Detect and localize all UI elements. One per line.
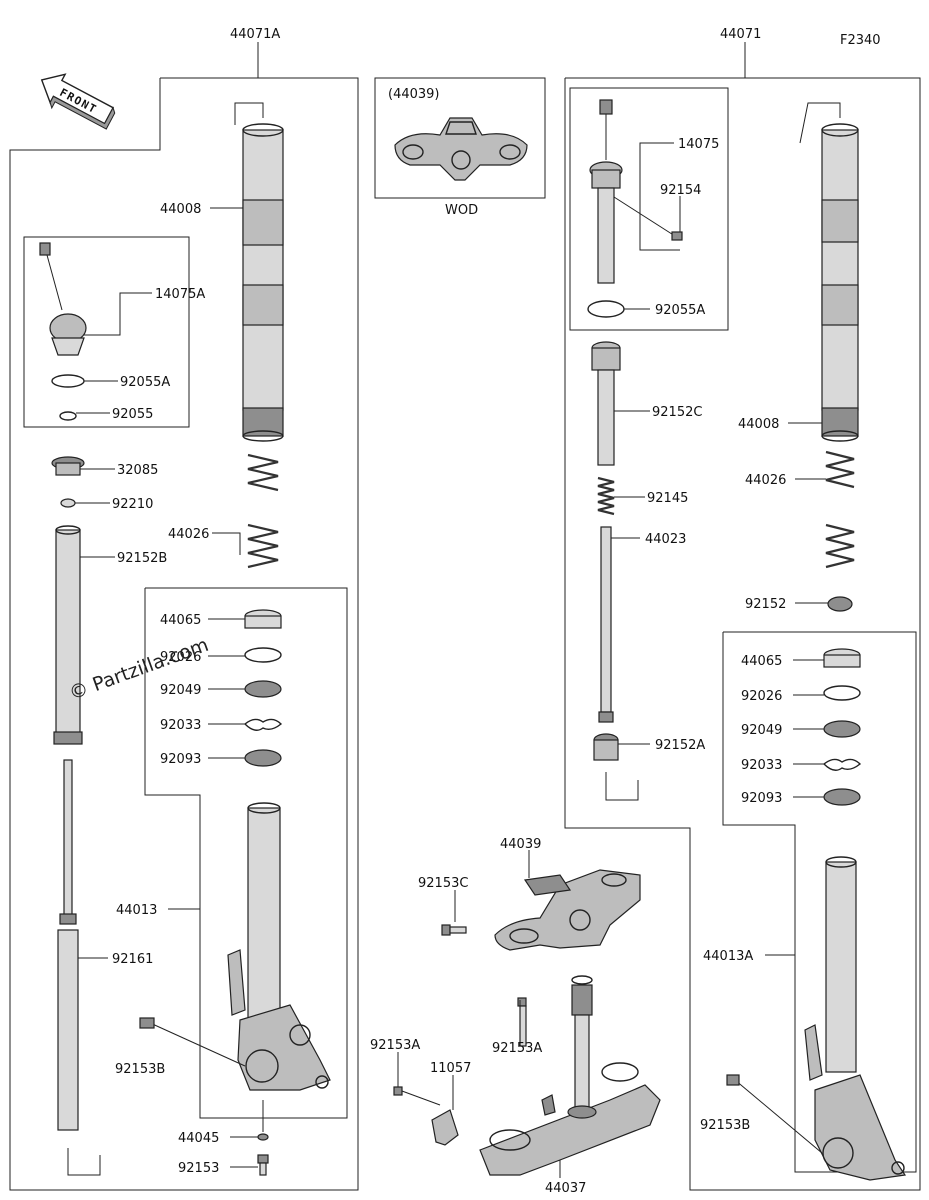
triple-clamp-parts bbox=[393, 869, 661, 1176]
bolt bbox=[257, 1154, 269, 1176]
pin bbox=[613, 196, 683, 241]
assembly-label-right: 44071 bbox=[720, 27, 761, 42]
part-label: 92026 bbox=[741, 689, 782, 704]
upper-clamp bbox=[494, 869, 641, 951]
left-seal-kit-frame bbox=[144, 587, 348, 1119]
inset-frame bbox=[374, 77, 546, 199]
part-label: 92152C bbox=[652, 405, 702, 420]
leader-lines bbox=[75, 142, 828, 1178]
left-fork-parts bbox=[39, 102, 331, 1176]
collar bbox=[51, 456, 85, 476]
upper-clamp-bolt bbox=[441, 924, 467, 936]
part-label: 92055A bbox=[120, 375, 170, 390]
damper-rod bbox=[57, 759, 101, 1176]
part-label: 44065 bbox=[741, 654, 782, 669]
cap-bolt bbox=[589, 99, 623, 284]
part-label: 92033 bbox=[741, 758, 782, 773]
right-outer-tube bbox=[799, 102, 859, 442]
part-label: 92153B bbox=[700, 1118, 750, 1133]
rebound-spring bbox=[597, 476, 615, 516]
figure-code: F2340 bbox=[840, 33, 881, 48]
piston bbox=[593, 733, 639, 801]
part-label: 14075 bbox=[678, 137, 719, 152]
labels: F2340 44071A 44071 (44039) WOD 44008 140… bbox=[112, 27, 881, 1196]
right-cartridge-kit-frame bbox=[569, 87, 729, 331]
nut bbox=[60, 498, 76, 508]
part-label: 92026 bbox=[160, 650, 201, 665]
part-label: 44039 bbox=[500, 837, 541, 852]
inset-title: (44039) bbox=[388, 87, 440, 102]
part-label: 92153A bbox=[492, 1041, 542, 1056]
frame-lines bbox=[9, 42, 921, 1191]
part-label: 92033 bbox=[160, 718, 201, 733]
front-direction-arrow: FRONT bbox=[40, 73, 116, 130]
part-label: 92210 bbox=[112, 497, 153, 512]
inner-tube-axle-bracket bbox=[139, 802, 331, 1091]
damper-tube bbox=[53, 525, 83, 745]
part-label: 44065 bbox=[160, 613, 201, 628]
part-label: 32085 bbox=[117, 463, 158, 478]
part-label: 92153B bbox=[115, 1062, 165, 1077]
part-label: 44008 bbox=[160, 202, 201, 217]
part-label: 92154 bbox=[660, 183, 701, 198]
part-label: 14075A bbox=[155, 287, 205, 302]
part-label: 92161 bbox=[112, 952, 153, 967]
right-seal-kit-frame bbox=[722, 631, 917, 1173]
part-label: 11057 bbox=[430, 1061, 471, 1076]
part-label: 44026 bbox=[168, 527, 209, 542]
part-label: 92055 bbox=[112, 407, 153, 422]
part-label: 92093 bbox=[160, 752, 201, 767]
fork-spring bbox=[247, 453, 279, 569]
right-inner-tube-axle-bracket bbox=[726, 856, 907, 1181]
part-label: 44023 bbox=[645, 532, 686, 547]
part-label: 92153A bbox=[370, 1038, 420, 1053]
part-label: 44026 bbox=[745, 473, 786, 488]
stem-lower-clamp bbox=[479, 975, 661, 1176]
part-label: 92153C bbox=[418, 876, 468, 891]
part-label: 92153 bbox=[178, 1161, 219, 1176]
small-o-ring bbox=[59, 411, 77, 421]
right-fork-spring bbox=[825, 450, 855, 569]
lower-clamp-bolt-a bbox=[517, 997, 527, 1047]
right-damper-tube bbox=[591, 341, 621, 466]
part-label: 92049 bbox=[741, 723, 782, 738]
part-label: 92055A bbox=[655, 303, 705, 318]
cable-guide bbox=[431, 1109, 459, 1146]
inset-caption: WOD bbox=[445, 203, 478, 218]
right-damper-rod bbox=[598, 526, 614, 723]
left-seal-kit-parts bbox=[244, 609, 283, 767]
o-ring bbox=[51, 374, 85, 388]
right-seal-kit-parts bbox=[823, 648, 862, 806]
lower-clamp-bolt-b bbox=[393, 1086, 441, 1106]
part-label: 44008 bbox=[738, 417, 779, 432]
part-label: 44037 bbox=[545, 1181, 586, 1196]
right-o-ring bbox=[587, 300, 625, 318]
outer-tube bbox=[234, 102, 284, 442]
part-label: 92145 bbox=[647, 491, 688, 506]
washer bbox=[257, 1133, 269, 1141]
right-fork-parts bbox=[587, 99, 907, 1181]
part-label: 92152B bbox=[117, 551, 167, 566]
part-label: 92152 bbox=[745, 597, 786, 612]
part-label: 44045 bbox=[178, 1131, 219, 1146]
right-assembly-frame bbox=[564, 77, 921, 1191]
left-assembly-frame bbox=[9, 77, 359, 1191]
right-nut bbox=[827, 596, 853, 612]
left-cartridge-kit-frame bbox=[23, 236, 190, 428]
part-label: 92049 bbox=[160, 683, 201, 698]
inset-upper-clamp bbox=[394, 117, 528, 181]
assembly-label-left: 44071A bbox=[230, 27, 280, 42]
part-label: 92093 bbox=[741, 791, 782, 806]
part-label: 44013 bbox=[116, 903, 157, 918]
part-label: 92152A bbox=[655, 738, 705, 753]
damper-cap bbox=[39, 242, 87, 356]
part-label: 44013A bbox=[703, 949, 753, 964]
